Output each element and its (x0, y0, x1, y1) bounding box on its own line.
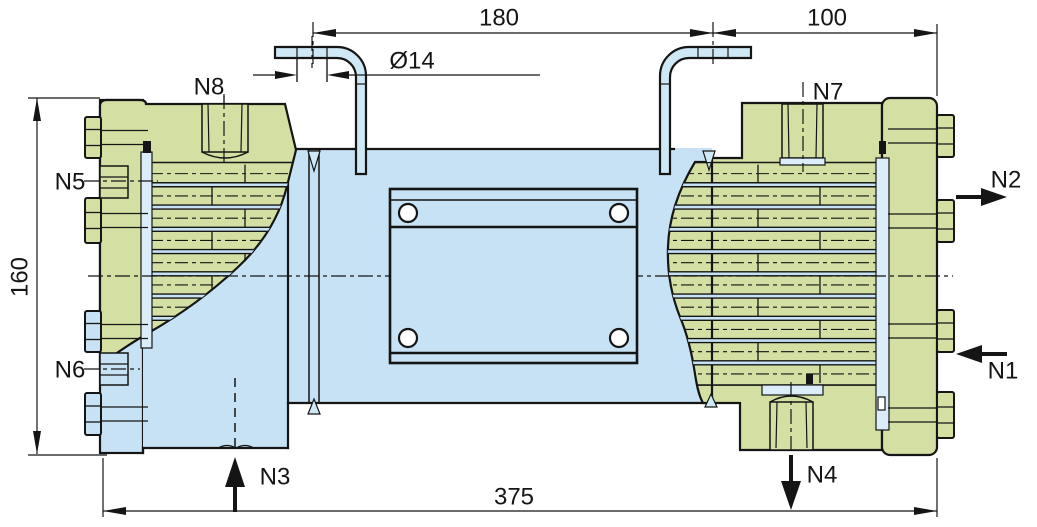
port-n8 (201, 94, 249, 162)
nozzle-stub-n5 (99, 165, 129, 199)
tube-gap (667, 205, 882, 210)
hex-bolt (84, 116, 102, 159)
bolt-head (84, 116, 102, 159)
bolt-head (84, 392, 102, 436)
dim-label-100: 100 (807, 5, 847, 32)
nameplate-hole (397, 327, 419, 349)
nameplate (388, 187, 639, 365)
bolt-head (936, 114, 955, 158)
port-n7 (779, 82, 826, 172)
n3-weld-arcs (217, 444, 255, 449)
tube-bundle-right (667, 161, 882, 386)
lifting-lug-right (658, 22, 753, 176)
dimension-hole-dia: Ø14 (253, 48, 540, 82)
tube-gap (150, 182, 296, 187)
nozzle-label-n2: N2 (991, 167, 1022, 194)
nozzle-label-n4: N4 (807, 462, 838, 489)
hex-bolt (936, 309, 955, 353)
dim-label-hole-dia: Ø14 (389, 48, 434, 75)
tube-gap (150, 271, 296, 276)
drain-slot-right (877, 396, 886, 411)
nozzle-label-n1: N1 (988, 358, 1019, 385)
nozzle-label-n7: N7 (813, 79, 844, 106)
bolt-head (936, 199, 955, 243)
tube-gap (150, 227, 296, 232)
port-n4 (761, 382, 824, 462)
hex-bolt (936, 114, 955, 158)
tube-gap (667, 271, 882, 276)
tube-gap (150, 249, 296, 254)
tube-sheet-right (875, 157, 890, 431)
dim-label-160: 160 (7, 257, 34, 297)
nameplate-hole (608, 202, 630, 224)
nameplate-hole (608, 327, 630, 349)
flange-bolts (84, 114, 955, 439)
nameplate-hole (397, 202, 419, 224)
nozzle-label-n3: N3 (260, 464, 291, 491)
tube-gap (150, 205, 296, 210)
tube-gap (667, 227, 882, 232)
tube-gap (667, 182, 882, 187)
weld-mark-bottom-left (307, 397, 321, 415)
tube-gap (667, 249, 882, 254)
hex-bolt (936, 199, 955, 243)
dimension-100: 100 (713, 5, 938, 96)
flow-arrow-n2 (956, 188, 1007, 206)
weld-mark-bottom-right (704, 392, 718, 408)
nozzle-label-n8: N8 (194, 74, 225, 101)
vent-mark-left (143, 141, 151, 153)
hex-bolt (936, 391, 955, 439)
bolt-head (936, 309, 955, 353)
tube-gap (667, 338, 882, 343)
hex-bolt (84, 310, 102, 353)
vent-mark-right-top (879, 141, 886, 154)
bolt-head (936, 391, 955, 439)
tube-gap (667, 316, 882, 321)
flow-arrow-n3 (225, 457, 245, 512)
dimension-180: 180 (312, 5, 713, 68)
flow-arrow-n1 (956, 345, 1007, 363)
dim-label-375: 375 (494, 484, 534, 511)
nozzle-label-n5: N5 (55, 169, 86, 196)
flow-arrow-n4 (781, 455, 801, 510)
bolt-head (84, 197, 102, 244)
bolt-head (84, 310, 102, 353)
dimension-375: 375 (102, 458, 938, 517)
hex-bolt (84, 197, 102, 244)
nozzle-label-n6: N6 (55, 357, 86, 384)
hex-bolt (84, 392, 102, 436)
tube-gap (667, 294, 882, 299)
dimension-160: 160 (7, 97, 107, 456)
weld-mark-top-right (702, 150, 716, 172)
tube-plug-mark (806, 374, 813, 384)
tube-gap (667, 360, 882, 365)
dim-label-180: 180 (479, 5, 519, 32)
weld-mark-top-left (307, 150, 321, 174)
